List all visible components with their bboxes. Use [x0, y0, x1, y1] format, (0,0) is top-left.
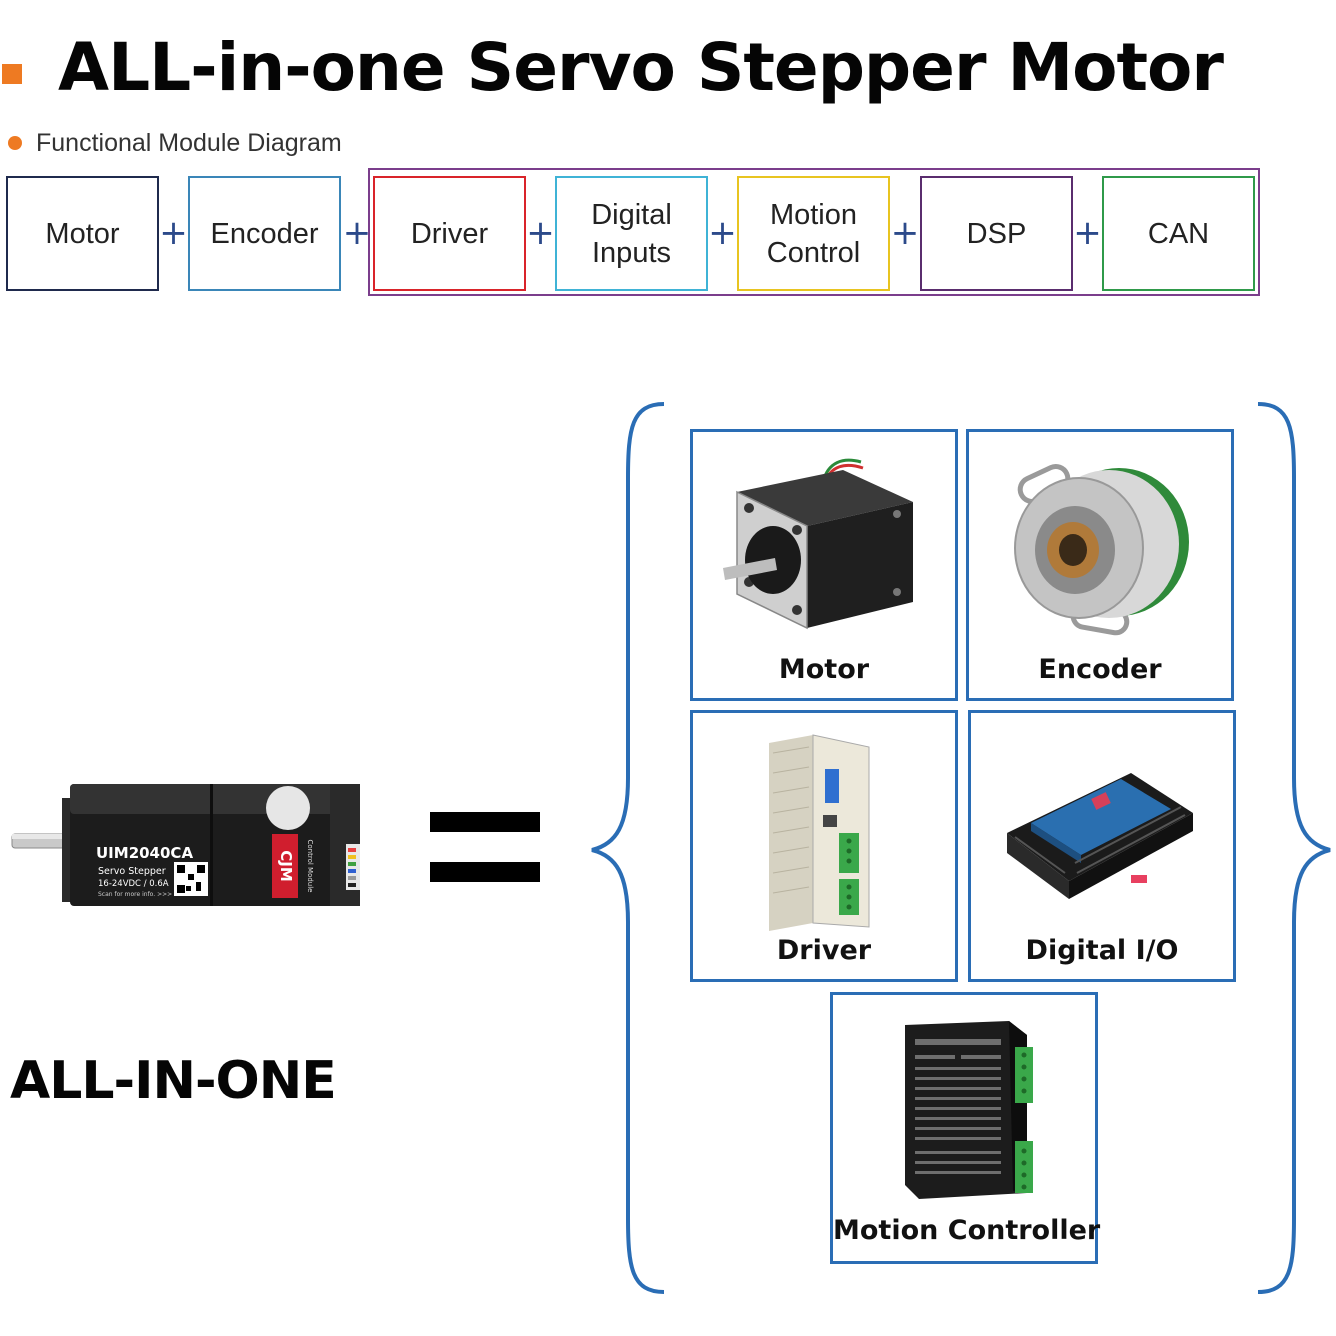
plus-operator: +	[1073, 213, 1102, 253]
right-brace-icon	[1257, 402, 1331, 1294]
module-label: Motion Control	[766, 198, 861, 269]
product-model-text: UIM2040CA	[96, 844, 193, 862]
component-card-motor: Motor	[690, 429, 958, 701]
product-brand-text: CJM	[277, 850, 295, 882]
plus-operator: +	[708, 213, 737, 253]
module-label: Encoder	[210, 217, 319, 250]
module-box-encoder: Encoder	[188, 176, 341, 291]
product-side-text: Control Module	[306, 840, 314, 893]
module-box-can: CAN	[1102, 176, 1255, 291]
integrated-module-group	[368, 168, 1260, 296]
component-label-motor: Motor	[778, 654, 870, 685]
digital-io-icon	[1007, 773, 1193, 899]
module-box-dsp: DSP	[920, 176, 1073, 291]
encoder-icon	[1014, 464, 1189, 636]
module-label: Driver	[410, 217, 489, 250]
equals-sign-top-bar	[430, 812, 540, 832]
driver-icon	[769, 734, 870, 931]
plus-operator: +	[526, 213, 555, 253]
module-box-motion-control: Motion Control	[737, 176, 890, 291]
qr-code-icon	[174, 862, 208, 896]
component-label-motion-controller: Motion Controller	[833, 1215, 1101, 1246]
module-box-digital-inputs: Digital Inputs	[555, 176, 708, 291]
component-card-motion-controller: Motion Controller	[830, 992, 1101, 1264]
all-in-one-caption: ALL-IN-ONE	[10, 1051, 337, 1111]
plus-operator: +	[342, 213, 372, 253]
integrated-servo-stepper-image: UIM2040CA Servo Stepper 16-24VDC / 0.6A …	[11, 784, 360, 906]
module-box-motor: Motor	[6, 176, 159, 291]
stepper-motor-icon	[723, 458, 913, 630]
plus-operator: +	[890, 213, 920, 253]
connector-icon	[346, 844, 360, 890]
component-card-digital-io: Digital I/O	[968, 710, 1236, 982]
product-line3-text: Scan for more info. >>>	[98, 891, 172, 898]
equals-sign-bottom-bar	[430, 862, 540, 882]
diagram-subtitle: Functional Module Diagram	[36, 129, 342, 157]
left-brace-icon	[591, 402, 665, 1294]
module-label: Digital Inputs	[591, 198, 672, 269]
component-card-encoder: Encoder	[966, 429, 1234, 701]
module-label: DSP	[966, 217, 1027, 250]
component-label-digital-io: Digital I/O	[1025, 935, 1179, 966]
plus-operator: +	[159, 213, 188, 253]
component-label-driver: Driver	[776, 935, 872, 966]
subtitle-bullet	[8, 136, 22, 150]
module-label: CAN	[1147, 217, 1210, 250]
product-line2-text: 16-24VDC / 0.6A	[98, 879, 169, 889]
module-box-driver: Driver	[373, 176, 526, 291]
page-title: ALL-in-one Servo Stepper Motor	[58, 29, 1224, 106]
module-label: Motor	[45, 217, 120, 250]
component-label-encoder: Encoder	[1038, 654, 1162, 685]
title-bullet	[2, 64, 22, 84]
component-card-driver: Driver	[690, 710, 958, 982]
product-line1-text: Servo Stepper	[98, 866, 166, 877]
motion-controller-icon	[905, 1021, 1033, 1199]
